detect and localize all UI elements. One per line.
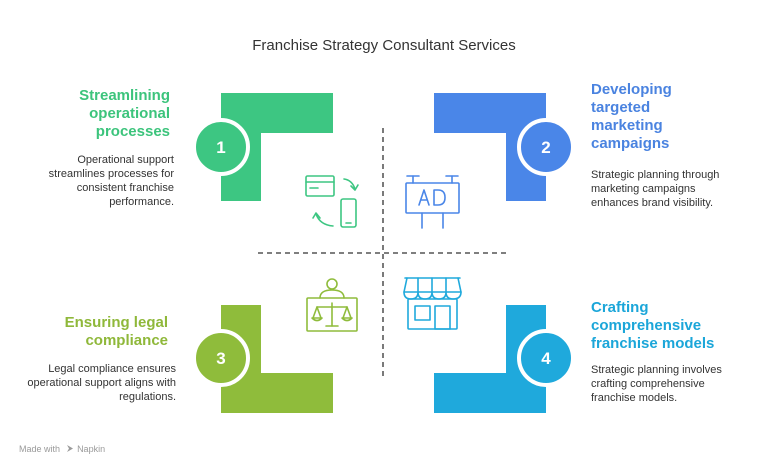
step-badge-1: 1 (192, 118, 250, 176)
made-with-label: Made with (19, 444, 61, 454)
step-badge-3: 3 (192, 329, 250, 387)
step-number-2: 2 (541, 138, 550, 157)
billboard-ad-icon (405, 175, 460, 229)
heading-legal: Ensuring legal compliance (64, 314, 168, 349)
step-number-3: 3 (216, 349, 225, 368)
description-franchise-models: Strategic planning involves crafting com… (591, 364, 722, 404)
made-with-napkin-footer: Made with Napkin (19, 444, 105, 454)
heading-streamlining: Streamlining operational processes (79, 87, 170, 140)
green-l-shape (221, 93, 333, 201)
heading-marketing: Developing targeted marketing campaigns (591, 81, 672, 152)
description-streamlining: Operational support streamlines processe… (48, 154, 174, 208)
step-badge-2: 2 (517, 118, 575, 176)
description-marketing: Strategic planning through marketing cam… (591, 169, 720, 209)
step-badge-4: 4 (517, 329, 575, 387)
step-number-1: 1 (216, 138, 225, 157)
cyan-l-shape (434, 305, 546, 413)
blue-l-shape (434, 93, 546, 201)
description-legal: Legal compliance ensures operational sup… (27, 363, 176, 403)
heading-franchise-models: Crafting comprehensive franchise models (591, 299, 715, 352)
diagram-title: Franchise Strategy Consultant Services (252, 37, 516, 54)
judge-scales-icon (306, 278, 358, 332)
napkin-logo-icon (66, 445, 73, 452)
storefront-icon (403, 277, 462, 330)
napkin-brand-label: Napkin (77, 444, 106, 454)
step-number-4: 4 (541, 349, 551, 368)
sync-devices-icon (305, 175, 359, 228)
olive-l-shape (221, 305, 333, 413)
